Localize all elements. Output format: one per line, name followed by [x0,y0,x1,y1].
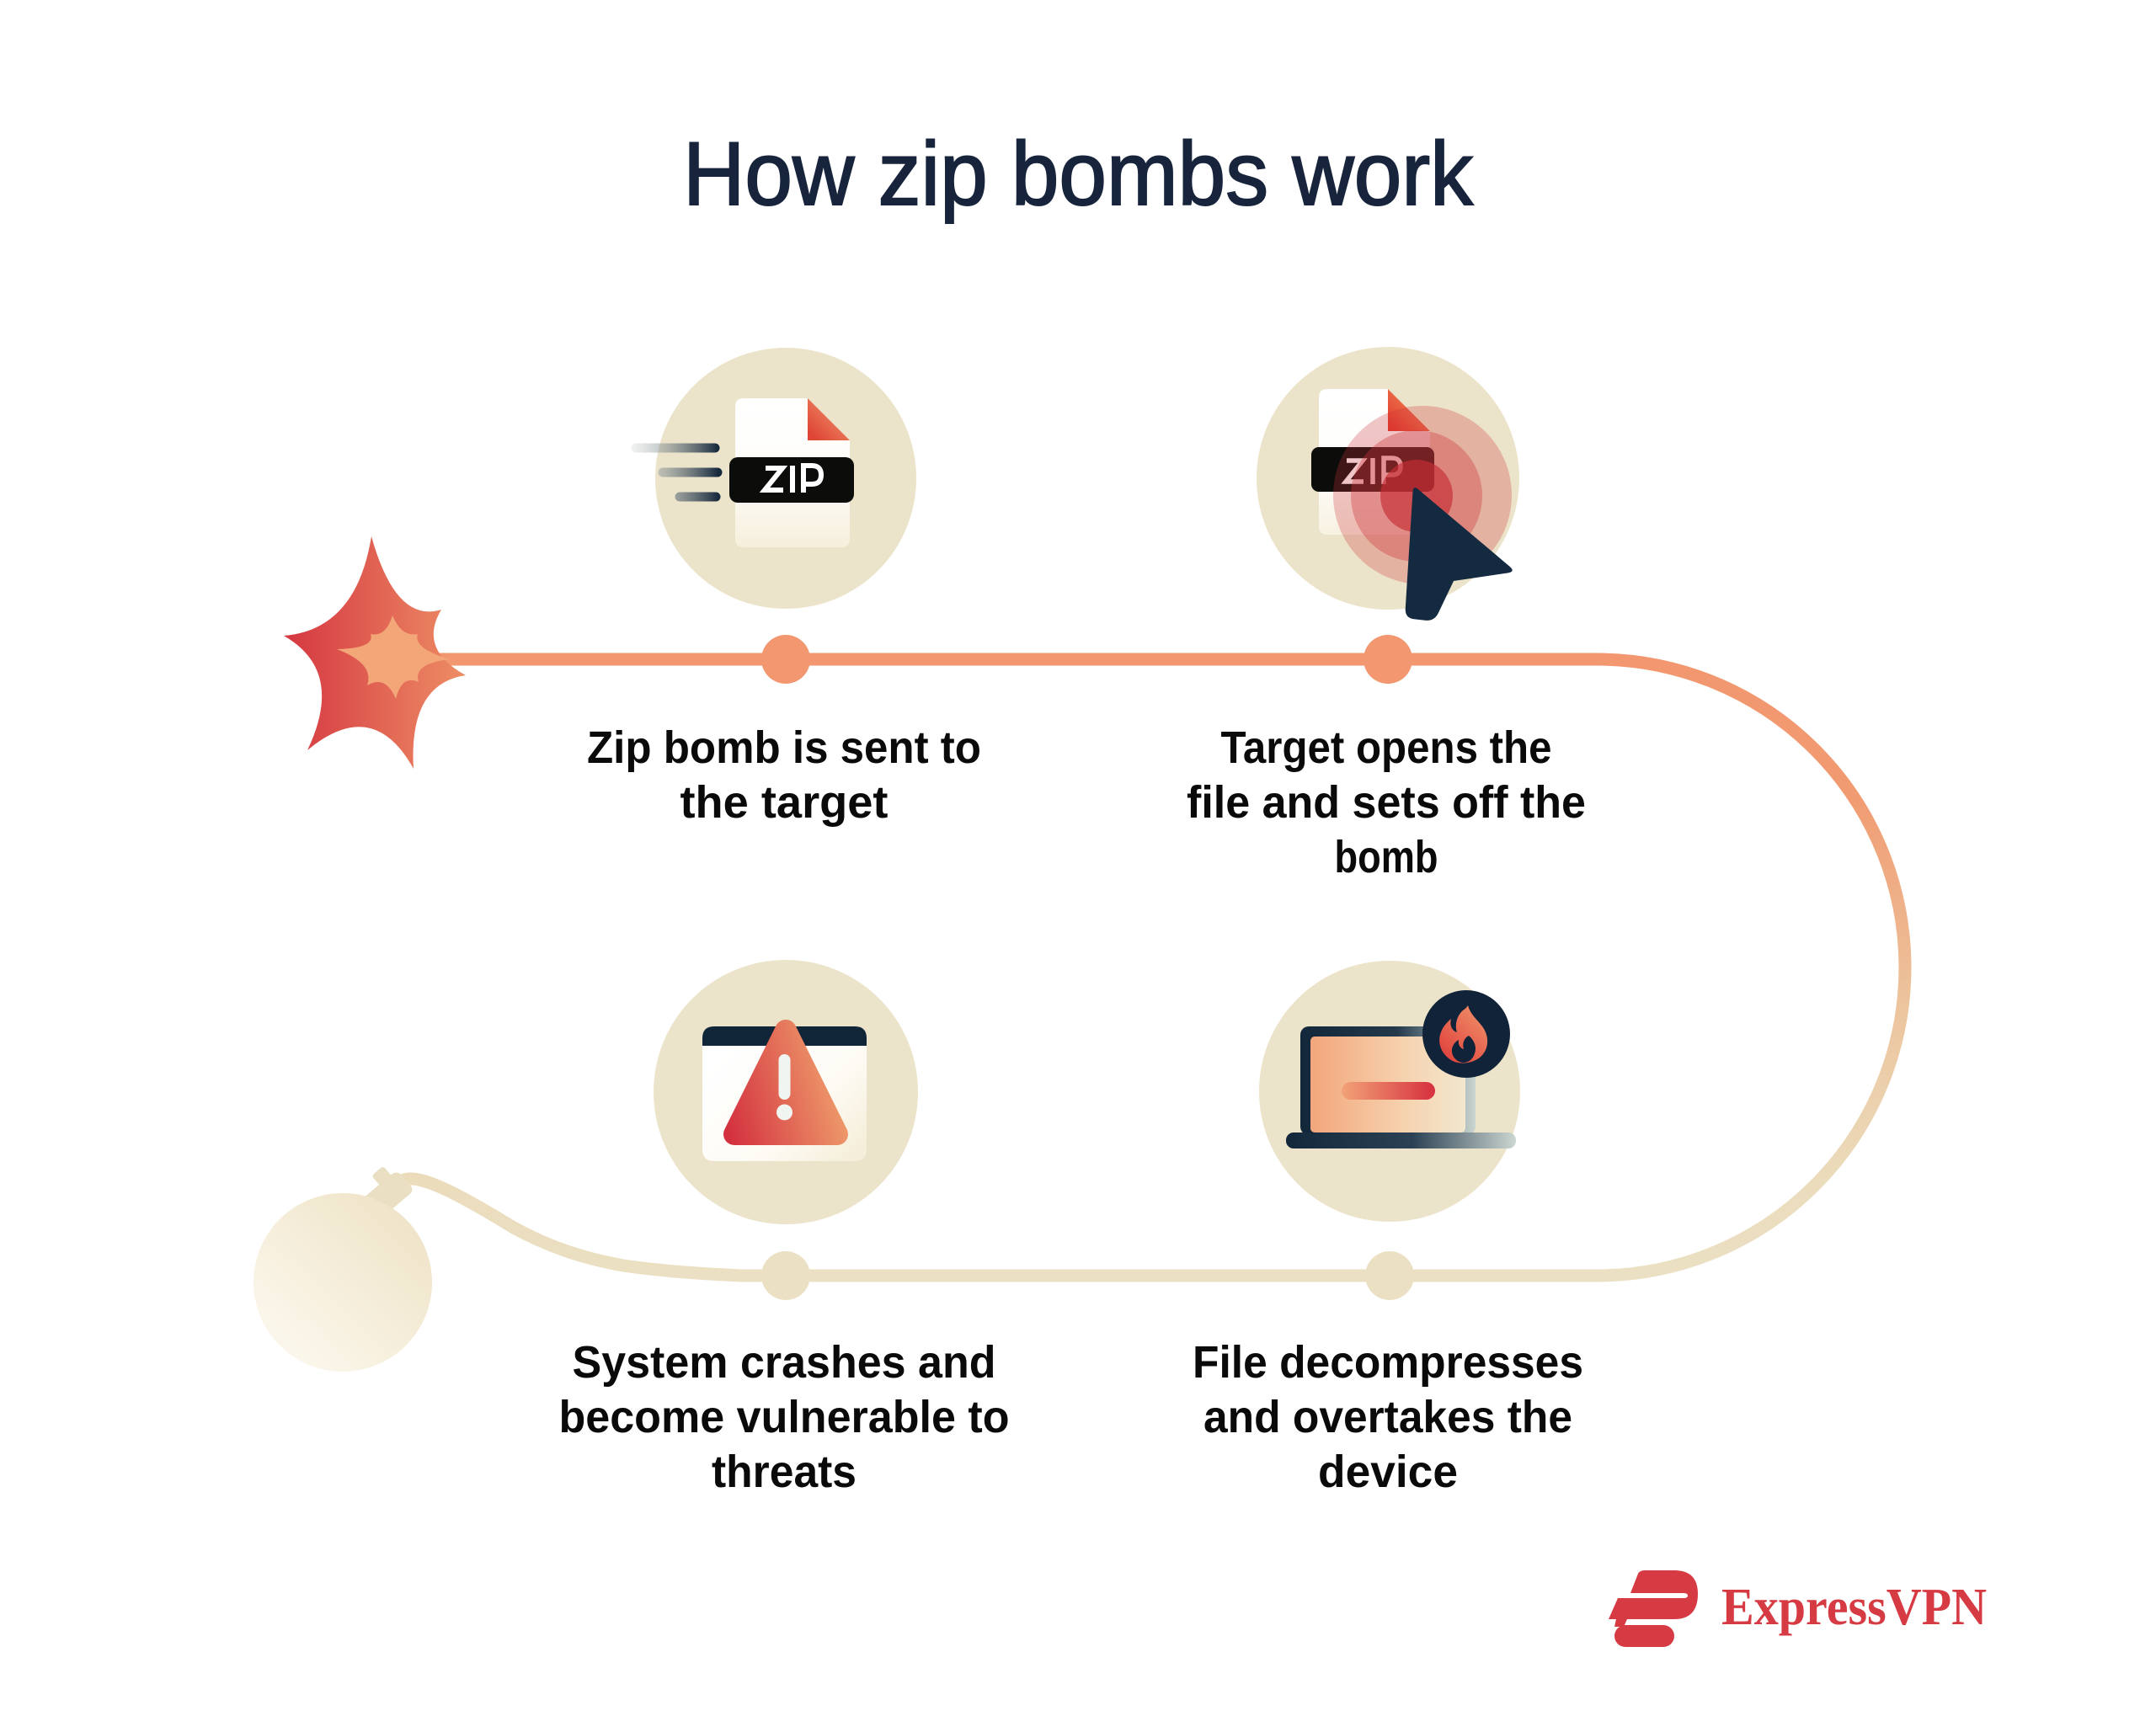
svg-text:File decompresses: File decompresses [1193,1337,1583,1388]
svg-text:bomb: bomb [1335,832,1438,882]
svg-text:threats: threats [712,1447,857,1497]
svg-text:Zip bomb is sent to: Zip bomb is sent to [587,722,981,773]
svg-text:How zip bombs work: How zip bombs work [683,123,1473,224]
svg-text:System crashes and: System crashes and [573,1337,996,1388]
svg-text:the target: the target [680,777,889,828]
svg-text:ExpressVPN: ExpressVPN [1721,1579,1987,1636]
svg-text:device: device [1318,1447,1458,1497]
svg-text:and overtakes the: and overtakes the [1203,1392,1572,1442]
svg-text:Target opens the: Target opens the [1221,722,1552,773]
svg-text:become vulnerable to: become vulnerable to [559,1392,1010,1442]
svg-text:file and sets off the: file and sets off the [1187,777,1586,828]
